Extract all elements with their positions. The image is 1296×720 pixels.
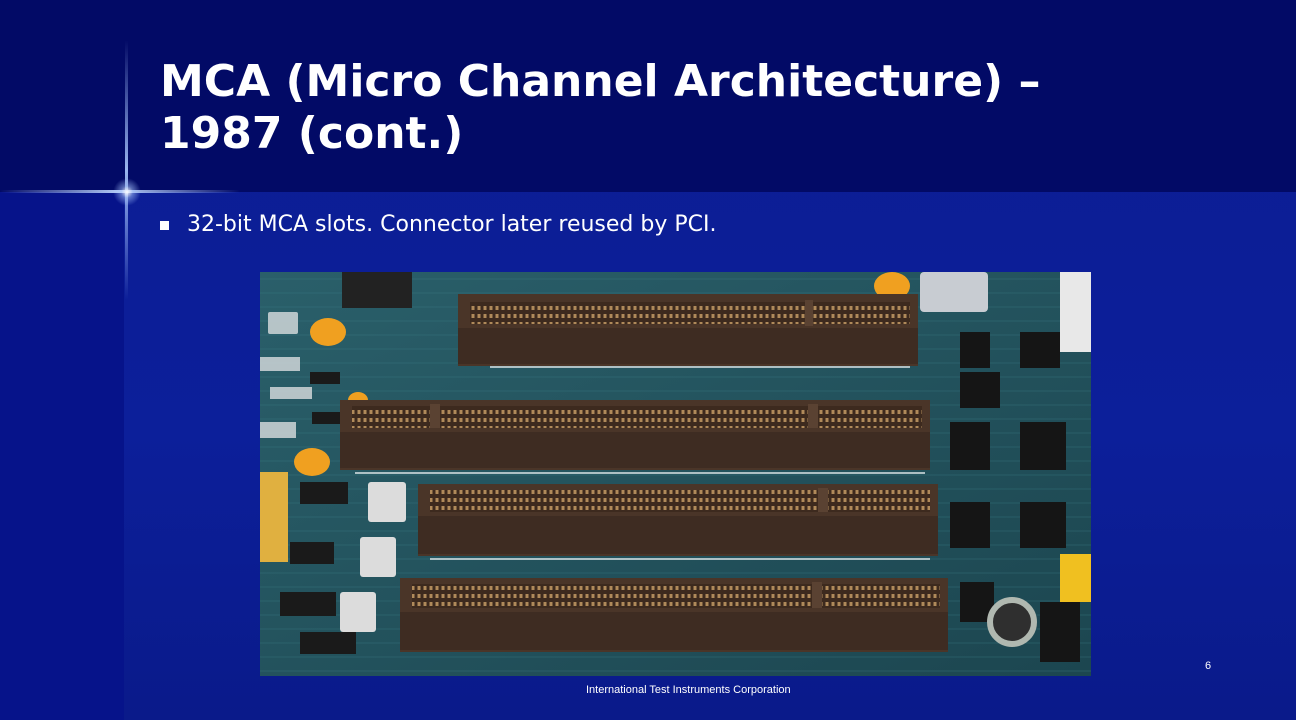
title-band [0, 0, 1296, 192]
motherboard-illustration [260, 272, 1091, 676]
left-band [0, 192, 124, 720]
page-number: 6 [1205, 660, 1212, 672]
decorative-vertical-line [125, 40, 128, 300]
slide-title: MCA (Micro Channel Architecture) – 1987 … [160, 56, 1041, 159]
footer-text: International Test Instruments Corporati… [586, 684, 791, 696]
motherboard-photo [260, 272, 1091, 676]
square-bullet-icon [160, 221, 169, 230]
bullet-item: 32-bit MCA slots. Connector later reused… [160, 212, 716, 237]
sparkle-icon [113, 178, 141, 206]
bullet-text: 32-bit MCA slots. Connector later reused… [187, 212, 717, 237]
